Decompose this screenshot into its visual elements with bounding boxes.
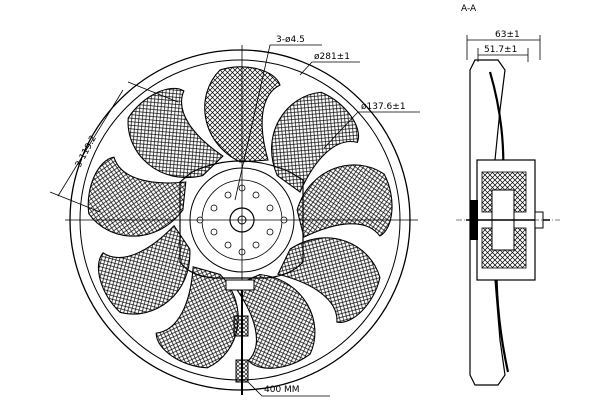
inner-diameter-leader [323,111,420,149]
fan-blade [233,273,316,369]
motor-hole [266,228,274,236]
motor-hole [224,191,232,199]
bolt-circle-dim-line [57,89,124,197]
connector-housing [225,279,255,291]
motor-hole [210,228,218,236]
motor-housing [179,160,304,279]
depth-total-label: 63±1 [495,30,520,40]
section-view: A-A 63±1 51.7±1 [456,4,560,386]
section-label: A-A [461,4,477,14]
cable-length-label: 400 MM [264,385,300,395]
cable-length-leader [247,381,330,397]
fan-blade [296,164,393,238]
depth-body-label: 51.7±1 [484,45,517,55]
fan-blade [97,224,191,315]
inner-diameter-label: ø137.6±1 [361,102,406,112]
bolt-circle-ext-1 [127,81,179,103]
motor-hole [210,204,218,212]
motor-hole [252,191,260,199]
motor-hole [252,241,260,249]
shroud-profile [469,59,506,386]
holes-leader [234,44,322,201]
motor-cap [470,200,478,240]
motor-hole [224,241,232,249]
fan-blade [271,91,360,193]
fan-blade [127,87,224,178]
outer-diameter-leader [299,61,360,76]
front-view: 3-ø4.5 ø281±1 ø137.6±1 3-119.2 400 MM [49,35,420,397]
motor-hole [266,204,274,212]
outer-diameter-label: ø281±1 [314,52,350,62]
holes-dim-label: 3-ø4.5 [276,35,305,45]
fan-blades [87,66,393,369]
fan-blade [87,156,187,237]
